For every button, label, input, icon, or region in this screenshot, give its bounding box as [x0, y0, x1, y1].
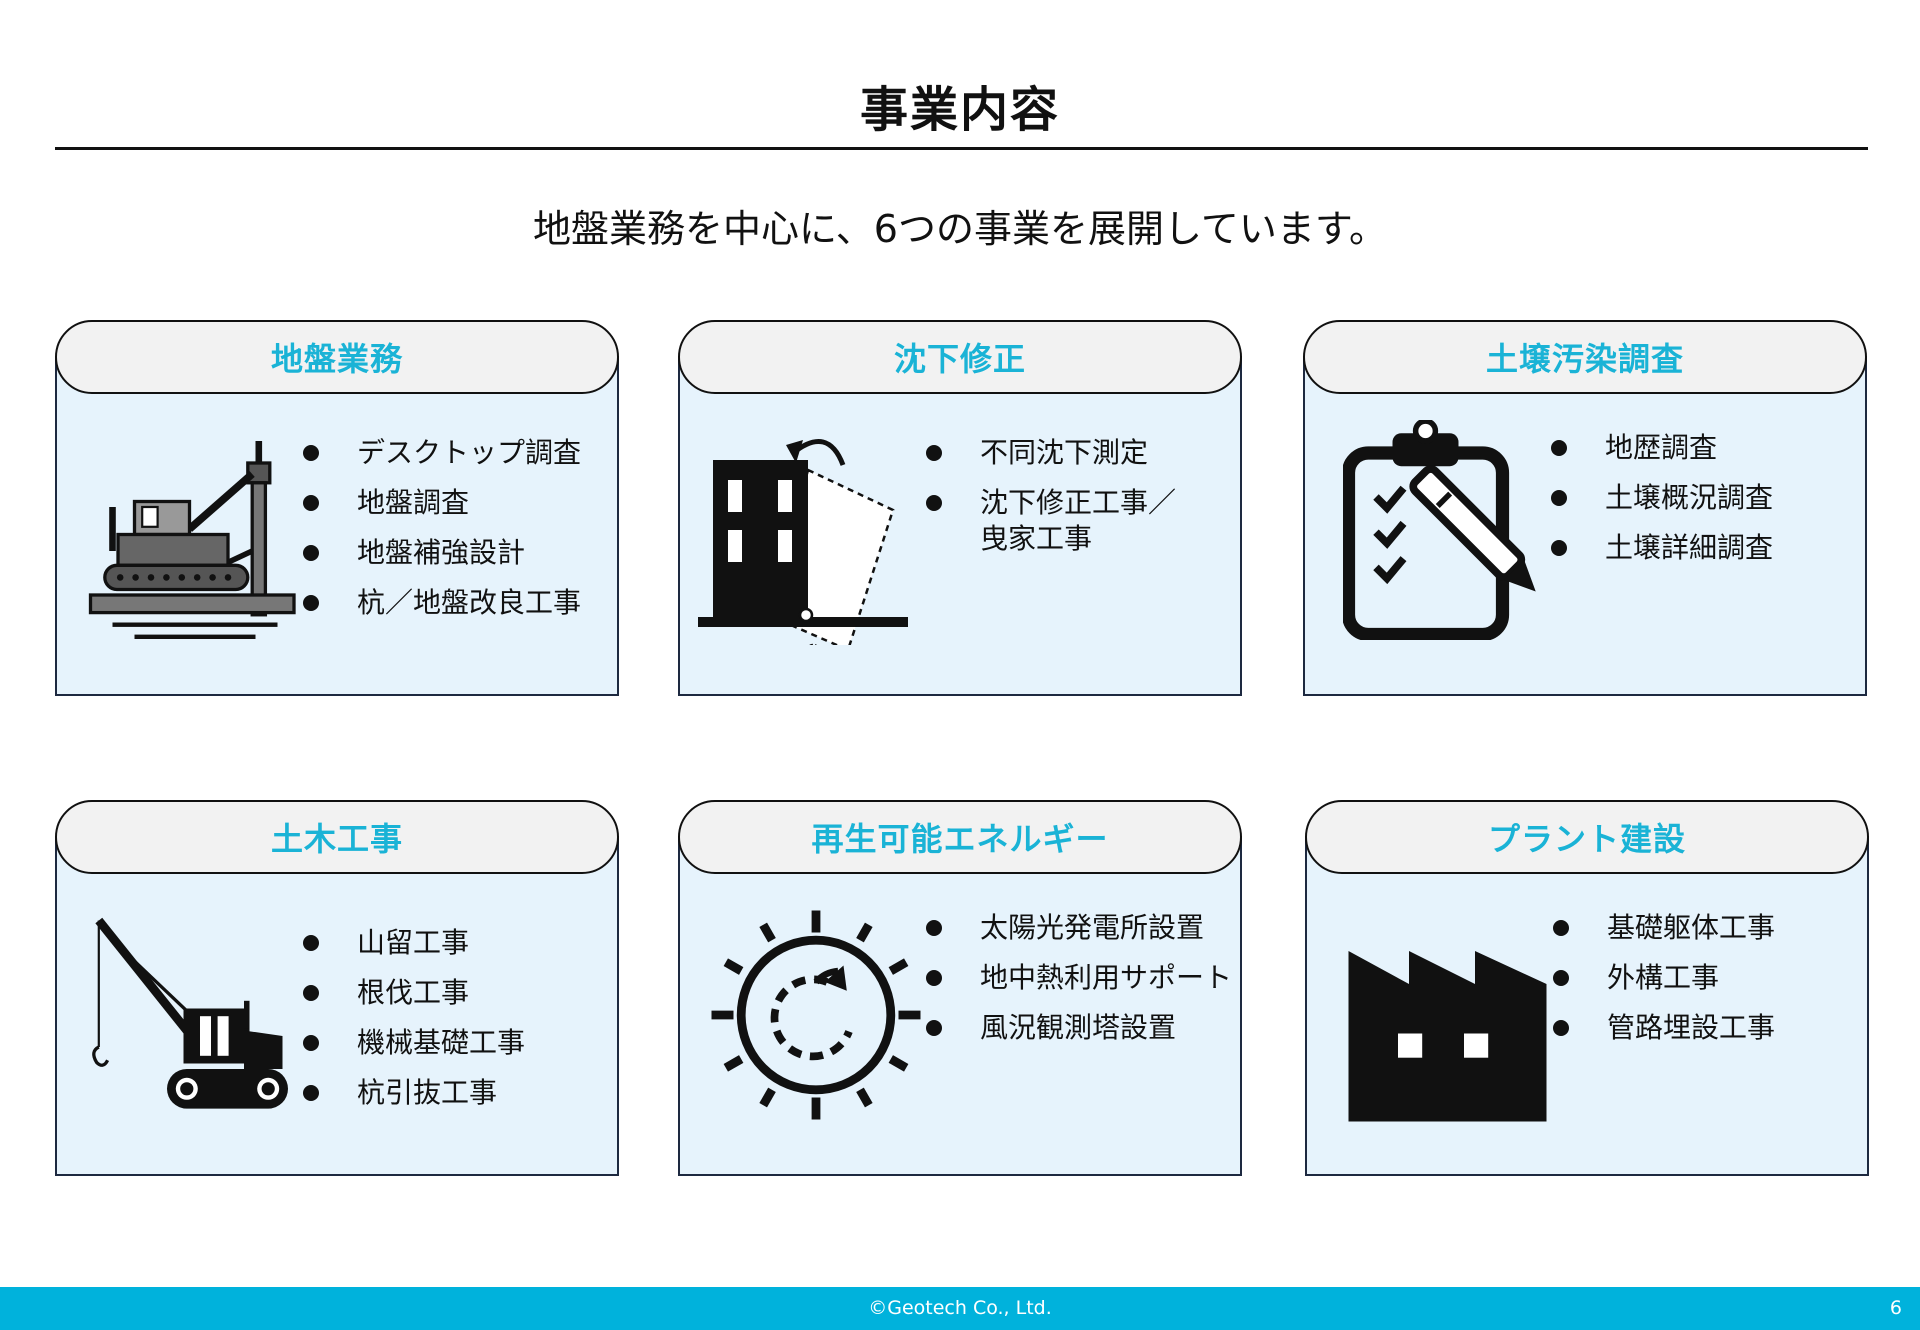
list-item: 基礎躯体工事	[1547, 910, 1775, 946]
business-card-ground: 地盤業務 デスクトップ調査 地盤調査 地盤補強設計 杭／地盤改良工事	[55, 320, 619, 696]
list-item: 不同沈下測定	[920, 435, 1176, 471]
card-body	[678, 836, 1242, 1176]
list-item: デスクトップ調査	[297, 435, 581, 471]
business-card-civil: 土木工事 山留工事 根伐工事 機械基礎工事 杭引抜工事	[55, 800, 619, 1176]
clipboard-checklist-icon	[1343, 420, 1563, 640]
list-item: 機械基礎工事	[297, 1025, 525, 1061]
card-header: 土木工事	[55, 800, 619, 874]
crawler-crane-icon	[90, 915, 310, 1135]
service-list: 太陽光発電所設置 地中熱利用サポート 風況観測塔設置	[920, 910, 1232, 1060]
business-card-plant: プラント建設 基礎躯体工事 外構工事 管路埋設工事	[1305, 800, 1869, 1176]
footer-bar: ©Geotech Co., Ltd. 6	[0, 1287, 1920, 1330]
list-item: 外構工事	[1547, 960, 1775, 996]
list-item: 地盤補強設計	[297, 535, 581, 571]
card-body	[55, 836, 619, 1176]
list-item: 杭／地盤改良工事	[297, 585, 581, 621]
business-card-soil: 土壌汚染調査 地歴調査 土壌概況調査 土壌詳細調査	[1303, 320, 1867, 696]
service-list: 地歴調査 土壌概況調査 土壌詳細調査	[1545, 430, 1773, 580]
list-item: 地盤調査	[297, 485, 581, 521]
service-list: 基礎躯体工事 外構工事 管路埋設工事	[1547, 910, 1775, 1060]
business-card-renewable: 再生可能エネルギー 太陽光発電所設置 地中熱利用サポート 風況観測塔設置	[678, 800, 1242, 1176]
list-item: 太陽光発電所設置	[920, 910, 1232, 946]
page-number: 6	[1889, 1297, 1902, 1319]
title-divider	[55, 147, 1868, 150]
list-item: 地中熱利用サポート	[920, 960, 1232, 996]
pile-driver-icon	[85, 430, 305, 650]
tilted-building-icon	[698, 425, 918, 645]
list-item: 管路埋設工事	[1547, 1010, 1775, 1046]
card-header: 土壌汚染調査	[1303, 320, 1867, 394]
copyright-text: ©Geotech Co., Ltd.	[868, 1297, 1052, 1319]
list-item: 杭引抜工事	[297, 1075, 525, 1111]
service-list: デスクトップ調査 地盤調査 地盤補強設計 杭／地盤改良工事	[297, 435, 581, 635]
page-subtitle: 地盤業務を中心に、6つの事業を展開しています。	[532, 207, 1388, 251]
card-header: 再生可能エネルギー	[678, 800, 1242, 874]
card-header: 沈下修正	[678, 320, 1242, 394]
list-item: 風況観測塔設置	[920, 1010, 1232, 1046]
factory-icon	[1343, 940, 1563, 1160]
list-item: 沈下修正工事／ 曳家工事	[920, 485, 1176, 557]
card-header: プラント建設	[1305, 800, 1869, 874]
list-item: 根伐工事	[297, 975, 525, 1011]
list-item: 山留工事	[297, 925, 525, 961]
list-item: 土壌概況調査	[1545, 480, 1773, 516]
business-card-settlement: 沈下修正 不同沈下測定 沈下修正工事／ 曳家工事	[678, 320, 1242, 696]
service-list: 不同沈下測定 沈下修正工事／ 曳家工事	[920, 435, 1176, 571]
card-header: 地盤業務	[55, 320, 619, 394]
sun-cycle-icon	[706, 905, 926, 1125]
service-list: 山留工事 根伐工事 機械基礎工事 杭引抜工事	[297, 925, 525, 1125]
list-item: 土壌詳細調査	[1545, 530, 1773, 566]
page-title: 事業内容	[859, 82, 1060, 138]
list-item: 地歴調査	[1545, 430, 1773, 466]
